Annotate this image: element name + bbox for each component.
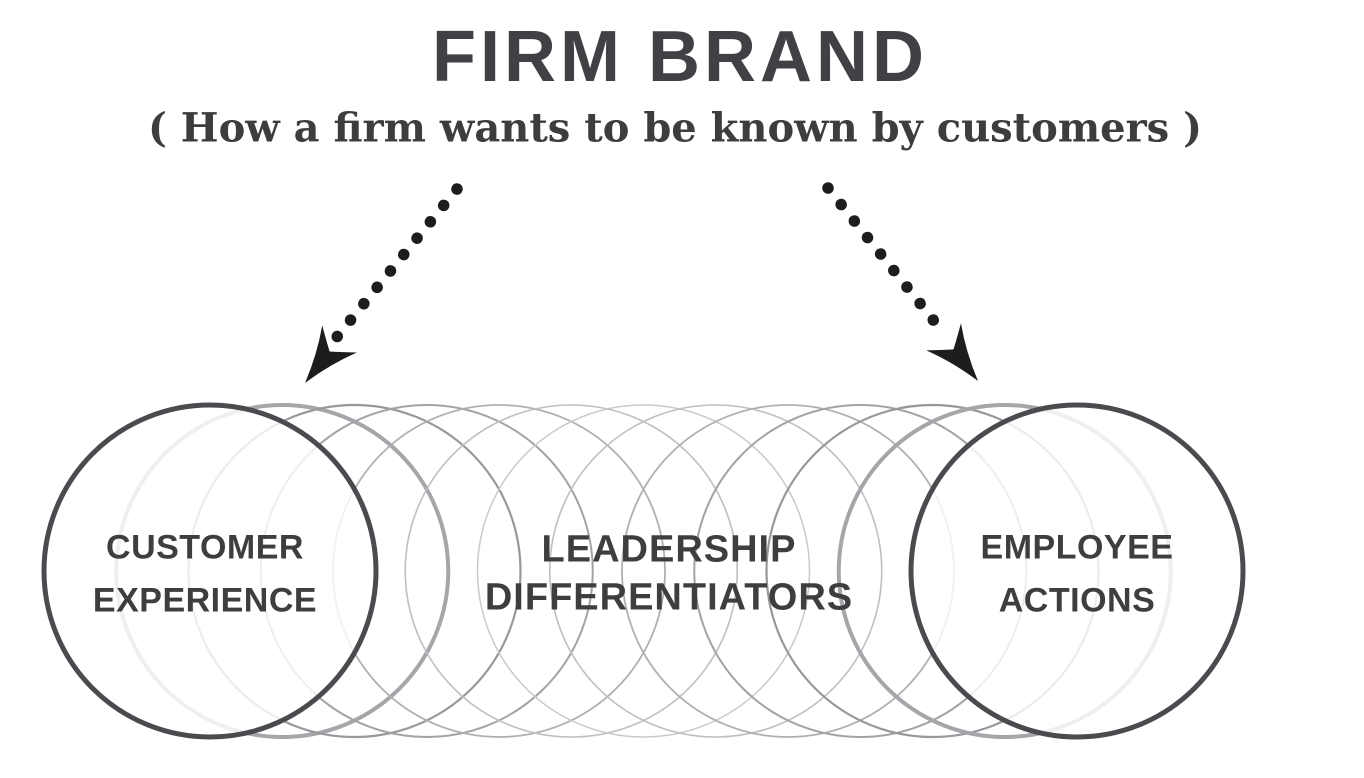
arrows-group bbox=[305, 182, 978, 383]
left-arrow-head-icon bbox=[305, 325, 357, 383]
page-title: FIRM BRAND bbox=[432, 17, 928, 97]
customer-experience-label-line1: CUSTOMER bbox=[106, 528, 304, 567]
chain-circle bbox=[476, 404, 811, 738]
chain-end-circle bbox=[41, 402, 379, 740]
chain-circle bbox=[404, 404, 739, 738]
right-arrow-dotted-line bbox=[822, 182, 952, 342]
leadership-differentiators-label-line1: LEADERSHIP bbox=[541, 528, 797, 571]
customer-experience-label-line2: EXPERIENCE bbox=[92, 581, 318, 620]
employee-actions-label-line1: EMPLOYEE bbox=[980, 528, 1174, 567]
page-subtitle: ( How a firm wants to be known by custom… bbox=[147, 104, 1203, 152]
leadership-differentiators-label-line2: DIFFERENTIATORS bbox=[484, 576, 854, 619]
employee-actions-label-line2: ACTIONS bbox=[998, 581, 1156, 620]
chain-circles-group bbox=[41, 402, 1246, 740]
right-arrow-head-icon bbox=[926, 323, 978, 381]
left-arrow-dotted-line bbox=[330, 183, 463, 344]
chain-circle bbox=[548, 404, 883, 738]
chain-end-circle bbox=[908, 402, 1246, 740]
